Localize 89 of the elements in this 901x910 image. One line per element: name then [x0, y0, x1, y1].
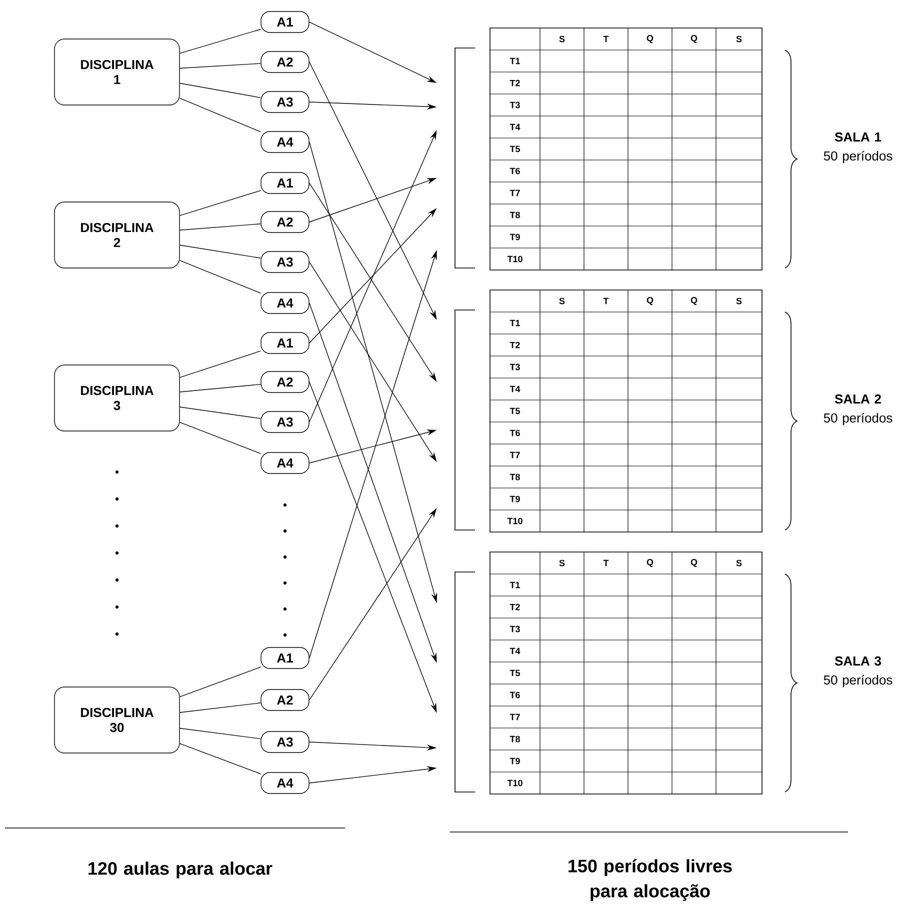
room-label: 50 períodos: [824, 674, 892, 688]
row-header: T2: [510, 342, 520, 348]
lesson-box: A1: [260, 11, 310, 33]
row-header: T4: [510, 386, 520, 392]
room-label: 50 períodos: [824, 412, 892, 426]
lesson-box: A4: [260, 772, 310, 794]
connector-line: [180, 244, 261, 258]
discipline-box: DISCIPLINA 30: [54, 686, 180, 754]
row-header: T8: [510, 736, 520, 742]
lesson-box: A2: [260, 371, 310, 393]
row-header: T8: [510, 212, 520, 218]
row-header: T5: [510, 408, 520, 414]
column-header: S: [559, 298, 565, 304]
connector-line: [180, 82, 261, 98]
row-header: T9: [510, 234, 520, 240]
column-header: Q: [646, 558, 654, 568]
lesson-box: A4: [260, 131, 310, 153]
row-header: T9: [510, 496, 520, 502]
column-header: S: [736, 560, 742, 566]
connector-line: [180, 98, 261, 132]
row-header: T3: [510, 364, 520, 370]
row-header: T4: [510, 124, 520, 130]
connector-line: [180, 350, 261, 378]
connector-line: [180, 260, 261, 294]
column-header: S: [559, 560, 565, 566]
room-label: SALA 1: [834, 132, 882, 142]
lesson-box: A3: [260, 91, 310, 113]
lesson-box: A2: [260, 211, 310, 233]
column-header: T: [603, 560, 609, 566]
discipline-box: DISCIPLINA 1: [54, 38, 180, 106]
lesson-box: A3: [260, 411, 310, 433]
connector-line: [180, 406, 261, 419]
discipline-box: DISCIPLINA 2: [54, 202, 180, 268]
row-header: T7: [510, 190, 520, 196]
row-header: T6: [510, 692, 520, 698]
column-header: Q: [690, 296, 698, 306]
row-header: T1: [510, 320, 520, 326]
column-header: S: [559, 36, 565, 42]
column-header: S: [736, 36, 742, 42]
connector-line: [180, 743, 261, 774]
caption-text: 120 aulas para alocar: [88, 862, 272, 878]
column-header: S: [736, 298, 742, 304]
lesson-box: A2: [260, 689, 310, 711]
discipline-box: DISCIPLINA 3: [54, 364, 180, 432]
row-header: T10: [507, 256, 522, 262]
lesson-box: A2: [260, 51, 310, 73]
row-header: T9: [510, 758, 520, 764]
connector-line: [180, 63, 261, 69]
row-header: T1: [510, 582, 520, 588]
room-label: SALA 2: [834, 394, 881, 404]
lesson-box: A3: [260, 251, 310, 273]
caption-text: 150 períodos livres para alocação: [568, 859, 732, 901]
connector-line: [180, 728, 261, 740]
row-header: T4: [510, 648, 520, 654]
row-header: T5: [510, 670, 520, 676]
row-header: T3: [510, 626, 520, 632]
lesson-box: A1: [260, 332, 310, 354]
connector-line: [180, 702, 261, 713]
column-header: Q: [646, 34, 654, 44]
connector-line: [180, 28, 261, 54]
lesson-box: A3: [260, 731, 310, 753]
column-header: Q: [646, 296, 654, 306]
row-header: T5: [510, 146, 520, 152]
row-header: T10: [507, 518, 522, 524]
row-header: T1: [510, 58, 520, 64]
row-header: T6: [510, 430, 520, 436]
room-label: 50 períodos: [824, 150, 892, 164]
lesson-box: A4: [260, 292, 310, 314]
lesson-box: A1: [260, 647, 310, 669]
row-header: T7: [510, 714, 520, 720]
connector-line: [180, 224, 261, 230]
column-header: T: [603, 298, 609, 304]
row-header: T8: [510, 474, 520, 480]
lesson-box: A1: [260, 172, 310, 194]
row-header: T3: [510, 102, 520, 108]
connector-line: [180, 422, 261, 454]
connector-line: [180, 384, 261, 392]
room-label: SALA 3: [834, 656, 881, 666]
row-header: T2: [510, 80, 520, 86]
column-header: Q: [690, 558, 698, 568]
row-header: T7: [510, 452, 520, 458]
row-header: T2: [510, 604, 520, 610]
connector-line: [180, 666, 261, 698]
connector-line: [180, 190, 261, 216]
column-header: T: [603, 36, 609, 42]
lesson-box: A4: [260, 452, 310, 474]
row-header: T6: [510, 168, 520, 174]
row-header: T10: [507, 780, 522, 786]
column-header: Q: [690, 34, 698, 44]
